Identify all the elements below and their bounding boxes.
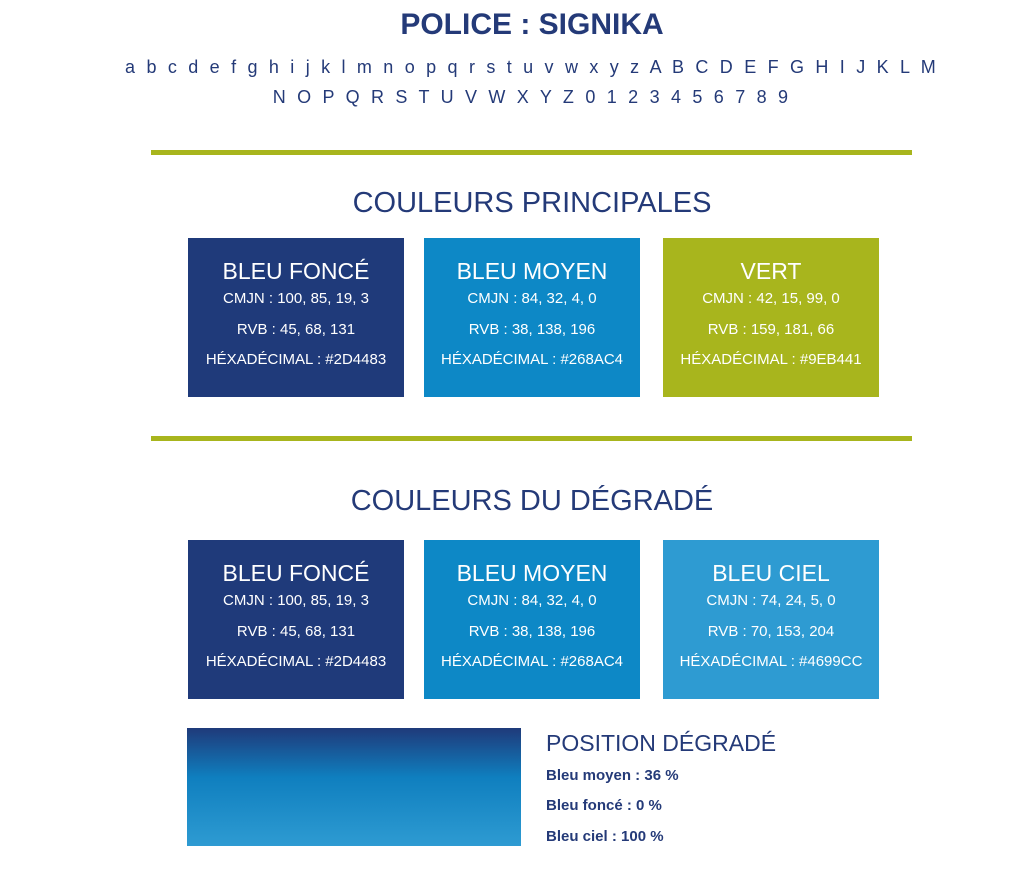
swatch-hex: HÉXADÉCIMAL : #9EB441: [680, 351, 862, 368]
gradient-colors-heading: COULEURS DU DÉGRADÉ: [350, 485, 714, 517]
swatch-rvb: RVB : 159, 181, 66: [707, 320, 835, 338]
gradient-stop-1: Bleu foncé : 0 %: [546, 797, 662, 814]
gradient-stop-0: Bleu moyen : 36 %: [546, 767, 679, 784]
swatch-rvb: RVB : 38, 138, 196: [468, 622, 596, 640]
swatch-rvb: RVB : 45, 68, 131: [236, 622, 356, 640]
swatch-hex: HÉXADÉCIMAL : #268AC4: [440, 351, 624, 368]
swatch-hex: HÉXADÉCIMAL : #2D4483: [205, 653, 387, 670]
swatch-name: BLEU MOYEN: [456, 258, 608, 284]
swatch-rvb: RVB : 38, 138, 196: [468, 320, 596, 338]
swatch-cmjn: CMJN : 100, 85, 19, 3: [223, 290, 369, 307]
swatch-rvb: RVB : 70, 153, 204: [707, 622, 835, 640]
swatch-name: BLEU MOYEN: [456, 560, 608, 586]
swatch-rvb: RVB : 45, 68, 131: [236, 320, 356, 338]
gradient-stop-2: Bleu ciel : 100 %: [546, 828, 664, 845]
gradient-position-title: POSITION DÉGRADÉ: [546, 730, 777, 756]
swatch-name: BLEU CIEL: [712, 560, 830, 586]
swatch-cmjn: CMJN : 84, 32, 4, 0: [467, 290, 597, 307]
gradient-preview: [187, 728, 521, 846]
swatch-cmjn: CMJN : 100, 85, 19, 3: [223, 592, 369, 609]
swatch-card-main-0: BLEU FONCÉ CMJN : 100, 85, 19, 3 RVB : 4…: [188, 238, 404, 397]
alphabet-line-2: N O P Q R S T U V W X Y Z 0 1 2 3 4 5 6 …: [272, 87, 792, 107]
swatch-card-main-2: VERT CMJN : 42, 15, 99, 0 RVB : 159, 181…: [663, 238, 879, 397]
alphabet-line-1: a b c d e f g h i j k l m n o p q r s t …: [125, 57, 939, 77]
font-title: POLICE : SIGNIKA: [400, 8, 664, 41]
swatch-cmjn: CMJN : 84, 32, 4, 0: [467, 592, 597, 609]
swatch-hex: HÉXADÉCIMAL : #268AC4: [440, 653, 624, 670]
swatch-hex: HÉXADÉCIMAL : #2D4483: [205, 351, 387, 368]
divider-2: [151, 436, 912, 441]
swatch-name: BLEU FONCÉ: [222, 560, 370, 586]
main-colors-heading: COULEURS PRINCIPALES: [352, 187, 712, 219]
swatch-cmjn: CMJN : 42, 15, 99, 0: [702, 290, 840, 307]
divider-1: [151, 150, 912, 155]
swatch-hex: HÉXADÉCIMAL : #4699CC: [679, 653, 863, 670]
swatch-name: BLEU FONCÉ: [222, 258, 370, 284]
swatch-name: VERT: [740, 258, 802, 284]
swatch-cmjn: CMJN : 74, 24, 5, 0: [706, 592, 836, 609]
swatch-card-main-1: BLEU MOYEN CMJN : 84, 32, 4, 0 RVB : 38,…: [424, 238, 640, 397]
swatch-card-gradient-1: BLEU MOYEN CMJN : 84, 32, 4, 0 RVB : 38,…: [424, 540, 640, 699]
swatch-card-gradient-0: BLEU FONCÉ CMJN : 100, 85, 19, 3 RVB : 4…: [188, 540, 404, 699]
swatch-card-gradient-2: BLEU CIEL CMJN : 74, 24, 5, 0 RVB : 70, …: [663, 540, 879, 699]
